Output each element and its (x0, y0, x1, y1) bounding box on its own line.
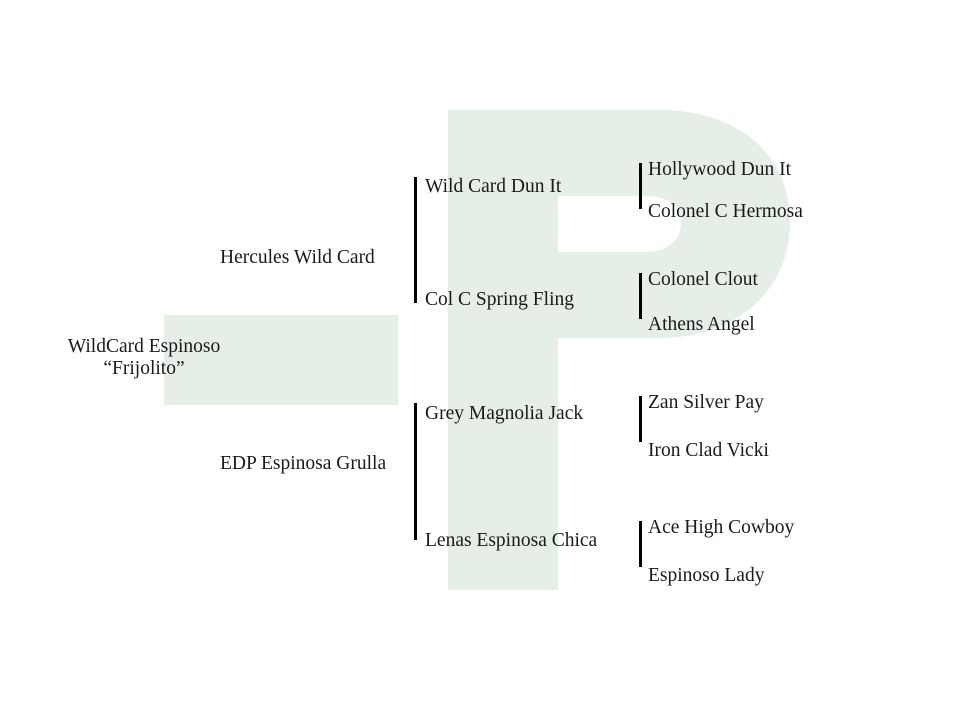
gen3-sire-sire: Wild Card Dun It (425, 176, 562, 197)
subject-highlight-panel (164, 315, 398, 405)
gen3-dam-dam: Lenas Espinosa Chica (425, 530, 598, 551)
gen4-sire-dam-dam: Athens Angel (648, 314, 755, 335)
gen2-sire: Hercules Wild Card (220, 247, 375, 268)
bracket-gen3-dam-sire (639, 396, 642, 442)
gen4-sire-sire-dam: Colonel C Hermosa (648, 201, 803, 222)
bracket-gen3-sire-dam (639, 273, 642, 319)
gen4-dam-dam-dam: Espinoso Lady (648, 565, 765, 586)
bracket-gen2-dam (414, 403, 417, 540)
gen2-dam: EDP Espinosa Grulla (220, 453, 387, 474)
gen3-sire-dam: Col C Spring Fling (425, 289, 574, 310)
gen4-sire-dam-sire: Colonel Clout (648, 269, 758, 290)
subject-name-block: WildCard Espinoso “Frijolito” (26, 336, 262, 380)
bracket-gen3-dam-dam (639, 521, 642, 567)
bracket-gen2-sire (414, 177, 417, 303)
subject-name: WildCard Espinoso (67, 336, 221, 357)
gen4-dam-dam-sire: Ace High Cowboy (648, 517, 795, 538)
gen4-dam-sire-dam: Iron Clad Vicki (648, 440, 769, 461)
gen4-dam-sire-sire: Zan Silver Pay (648, 392, 764, 413)
subject-nickname: “Frijolito” (103, 357, 185, 379)
bracket-gen3-sire-sire (639, 163, 642, 209)
gen3-dam-sire: Grey Magnolia Jack (425, 403, 584, 424)
gen4-sire-sire-sire: Hollywood Dun It (648, 159, 791, 180)
